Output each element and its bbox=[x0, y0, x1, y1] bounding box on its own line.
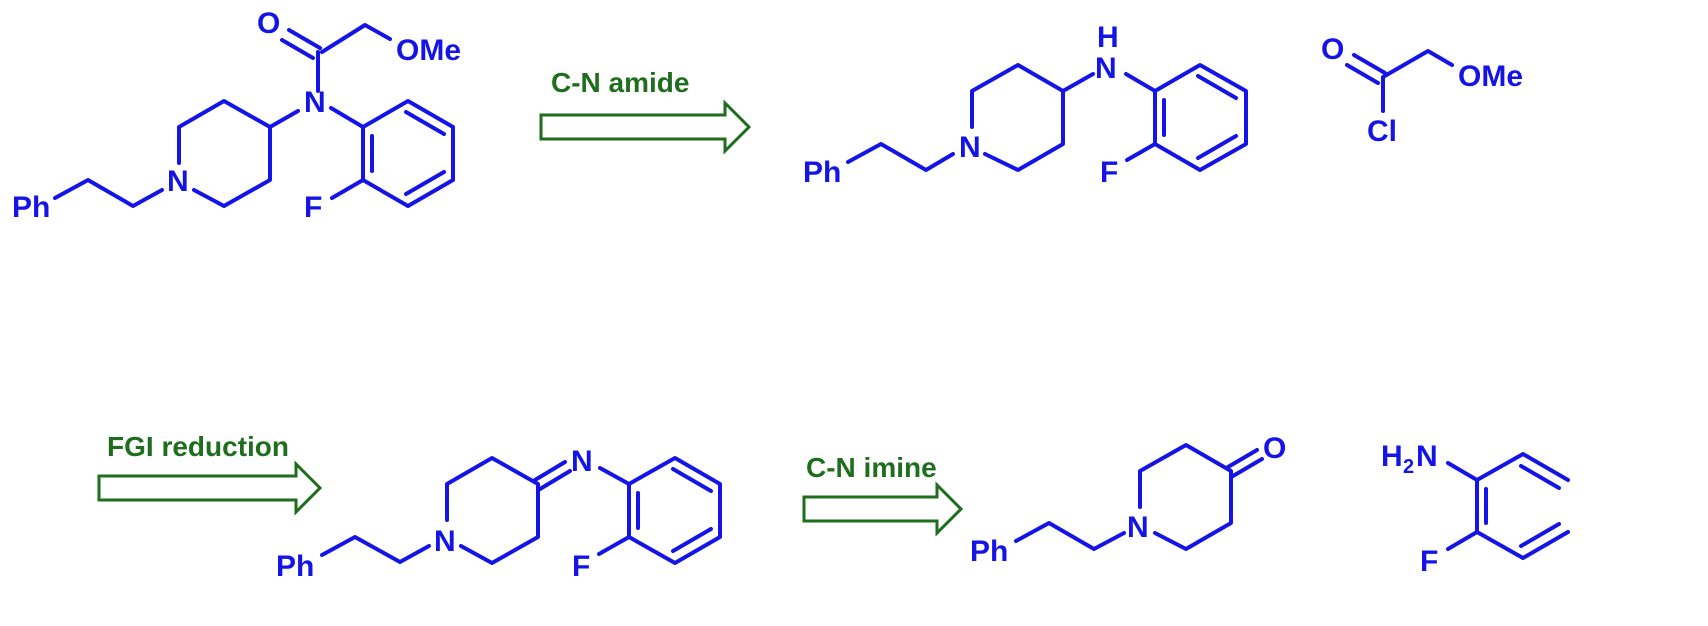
retro-arrow-1-shape bbox=[539, 99, 752, 155]
imine-nitrogen-label: N bbox=[571, 445, 593, 478]
imine-molecule: Ph N N F bbox=[276, 445, 722, 583]
step-label-fgi-reduction: FGI reduction bbox=[107, 431, 289, 462]
amide-nitrogen-label: N bbox=[304, 86, 326, 119]
phenyl-label: Ph bbox=[803, 156, 841, 189]
target-amide-molecule: Ph N N O OMe F bbox=[12, 7, 461, 224]
amine-molecule: Ph N H N F bbox=[803, 21, 1248, 189]
carbonyl-oxygen-label: O bbox=[1321, 33, 1344, 66]
phenyl-label: Ph bbox=[276, 550, 314, 583]
step-label-c-n-imine: C-N imine bbox=[806, 452, 937, 483]
piperidine-nitrogen-label: N bbox=[167, 165, 189, 198]
amine-nitrogen-label: N bbox=[1416, 440, 1438, 473]
ketone-oxygen-label: O bbox=[1263, 432, 1286, 465]
bonds bbox=[1446, 452, 1570, 560]
carbonyl-oxygen-label: O bbox=[257, 7, 280, 40]
methoxy-label: OMe bbox=[1458, 60, 1523, 93]
phenyl-label: Ph bbox=[970, 535, 1008, 568]
retro-arrow-1: C-N amide bbox=[539, 67, 752, 155]
bonds bbox=[320, 456, 722, 565]
bonds bbox=[1345, 49, 1454, 113]
methoxy-label: OMe bbox=[396, 34, 461, 67]
acyl-chloride-molecule: O OMe Cl bbox=[1321, 33, 1523, 148]
retro-arrow-2: FGI reduction bbox=[97, 431, 323, 516]
bonds bbox=[1014, 443, 1264, 551]
piperidine-nitrogen-label: N bbox=[959, 131, 981, 164]
nh-hydrogen-label: H bbox=[1097, 21, 1119, 54]
piperidine-nitrogen-label: N bbox=[1127, 511, 1149, 544]
retro-arrow-2-shape bbox=[97, 460, 323, 516]
amine-subscript-2: 2 bbox=[1403, 456, 1414, 478]
bonds bbox=[53, 23, 455, 208]
fluorine-label: F bbox=[1100, 156, 1118, 189]
fluorine-label: F bbox=[304, 191, 322, 224]
amine-hydrogen-label: H bbox=[1381, 440, 1403, 473]
amine-nitrogen-label: N bbox=[1095, 52, 1117, 85]
fluorine-label: F bbox=[1420, 545, 1438, 578]
fluorine-label: F bbox=[572, 550, 590, 583]
chlorine-label: Cl bbox=[1367, 115, 1397, 148]
bonds bbox=[846, 63, 1248, 172]
phenyl-label: Ph bbox=[12, 191, 50, 224]
piperidone-molecule: Ph N O bbox=[970, 432, 1286, 568]
retro-arrow-3-shape bbox=[802, 481, 964, 537]
piperidine-nitrogen-label: N bbox=[434, 525, 456, 558]
retro-arrow-3: C-N imine bbox=[802, 452, 964, 537]
fluoroaniline-molecule: H 2 N F bbox=[1381, 440, 1570, 578]
step-label-c-n-amide: C-N amide bbox=[551, 67, 689, 98]
